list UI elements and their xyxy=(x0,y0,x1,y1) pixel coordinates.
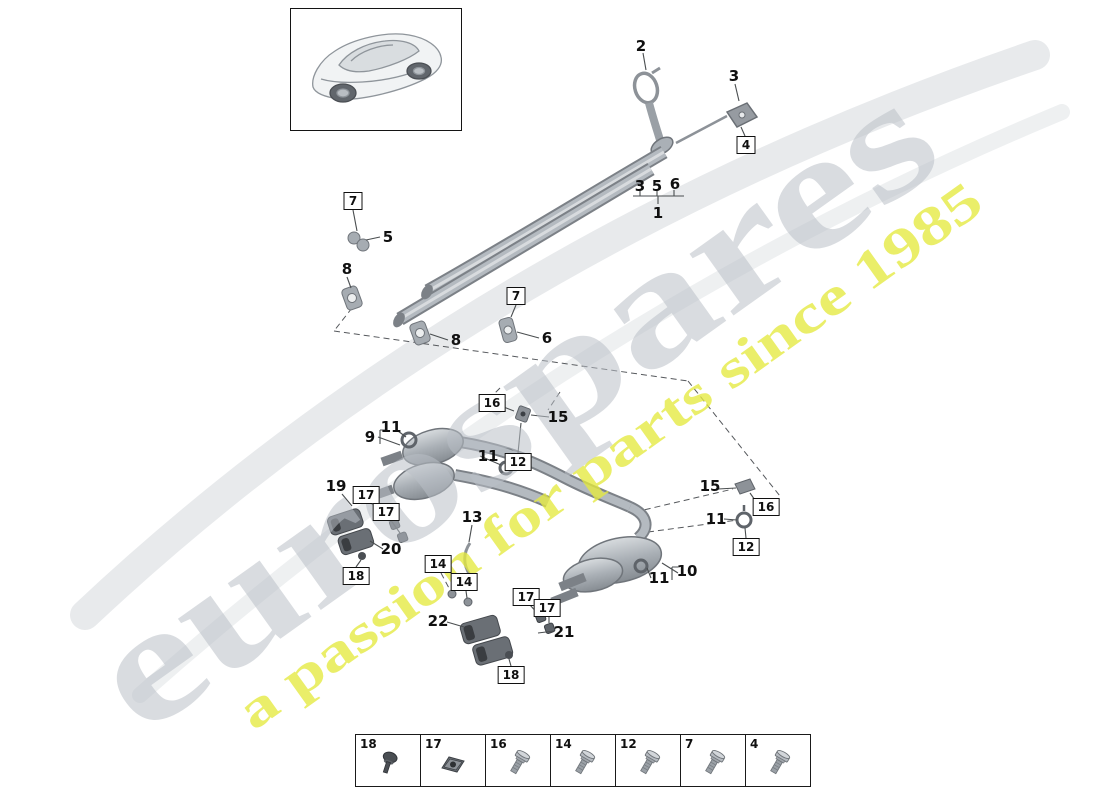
bracket-part-15-right xyxy=(734,478,756,495)
legend-cell: 16 xyxy=(486,734,551,787)
legend-part-number: 16 xyxy=(490,737,507,751)
clip-nut-icon xyxy=(438,751,468,777)
legend-cell: 7 xyxy=(681,734,746,787)
bolt-icon xyxy=(570,749,596,779)
clamp-part-2 xyxy=(632,71,660,105)
legend-part-number: 18 xyxy=(360,737,377,751)
tailpipe-part-20 xyxy=(327,508,375,556)
legend-cell: 12 xyxy=(616,734,681,787)
legend-part-number: 14 xyxy=(555,737,572,751)
clamp-part-11 xyxy=(400,431,418,449)
bolt-icon xyxy=(700,749,726,779)
bolt-icon xyxy=(505,749,531,779)
watermark-brand-text: eurospares xyxy=(57,43,969,767)
hanger-part-5 xyxy=(347,231,370,252)
rivet-part-18-instances xyxy=(358,552,513,659)
legend-cell: 4 xyxy=(746,734,811,787)
legend-cell: 18 xyxy=(355,734,421,787)
car-sketch xyxy=(312,33,443,103)
hanger-part-6 xyxy=(498,316,518,344)
legend-part-number: 17 xyxy=(425,737,442,751)
tailpipe-part-21 xyxy=(459,614,514,666)
watermark: eurospares a passion for parts since 198… xyxy=(57,43,994,767)
fastener-legend: 18 17 16 14 12 7 4 xyxy=(355,734,811,787)
legend-part-number: 7 xyxy=(685,737,694,751)
bolt-icon xyxy=(635,749,661,779)
rivet-icon xyxy=(375,749,401,779)
legend-cell: 14 xyxy=(551,734,616,787)
bolt-icon xyxy=(765,749,791,779)
gasket-part-13 xyxy=(463,542,472,576)
legend-part-number: 4 xyxy=(750,737,759,751)
rear-muffler-group-part-10 xyxy=(550,478,756,607)
clamp-part-11-right xyxy=(735,505,753,529)
front-pipe-assembly xyxy=(341,66,759,346)
clamp-part-11 xyxy=(633,558,649,574)
legend-part-number: 12 xyxy=(620,737,637,751)
hanger-part-8a xyxy=(341,285,363,311)
front-muffler-group-part-9 xyxy=(371,405,633,513)
construction-lines xyxy=(333,307,781,591)
clamp-part-15-16 xyxy=(515,405,531,423)
swoosh-graphic xyxy=(70,40,1070,703)
hanger-part-8b xyxy=(409,320,431,346)
legend-cell: 17 xyxy=(421,734,486,787)
car-thumbnail xyxy=(290,8,462,131)
